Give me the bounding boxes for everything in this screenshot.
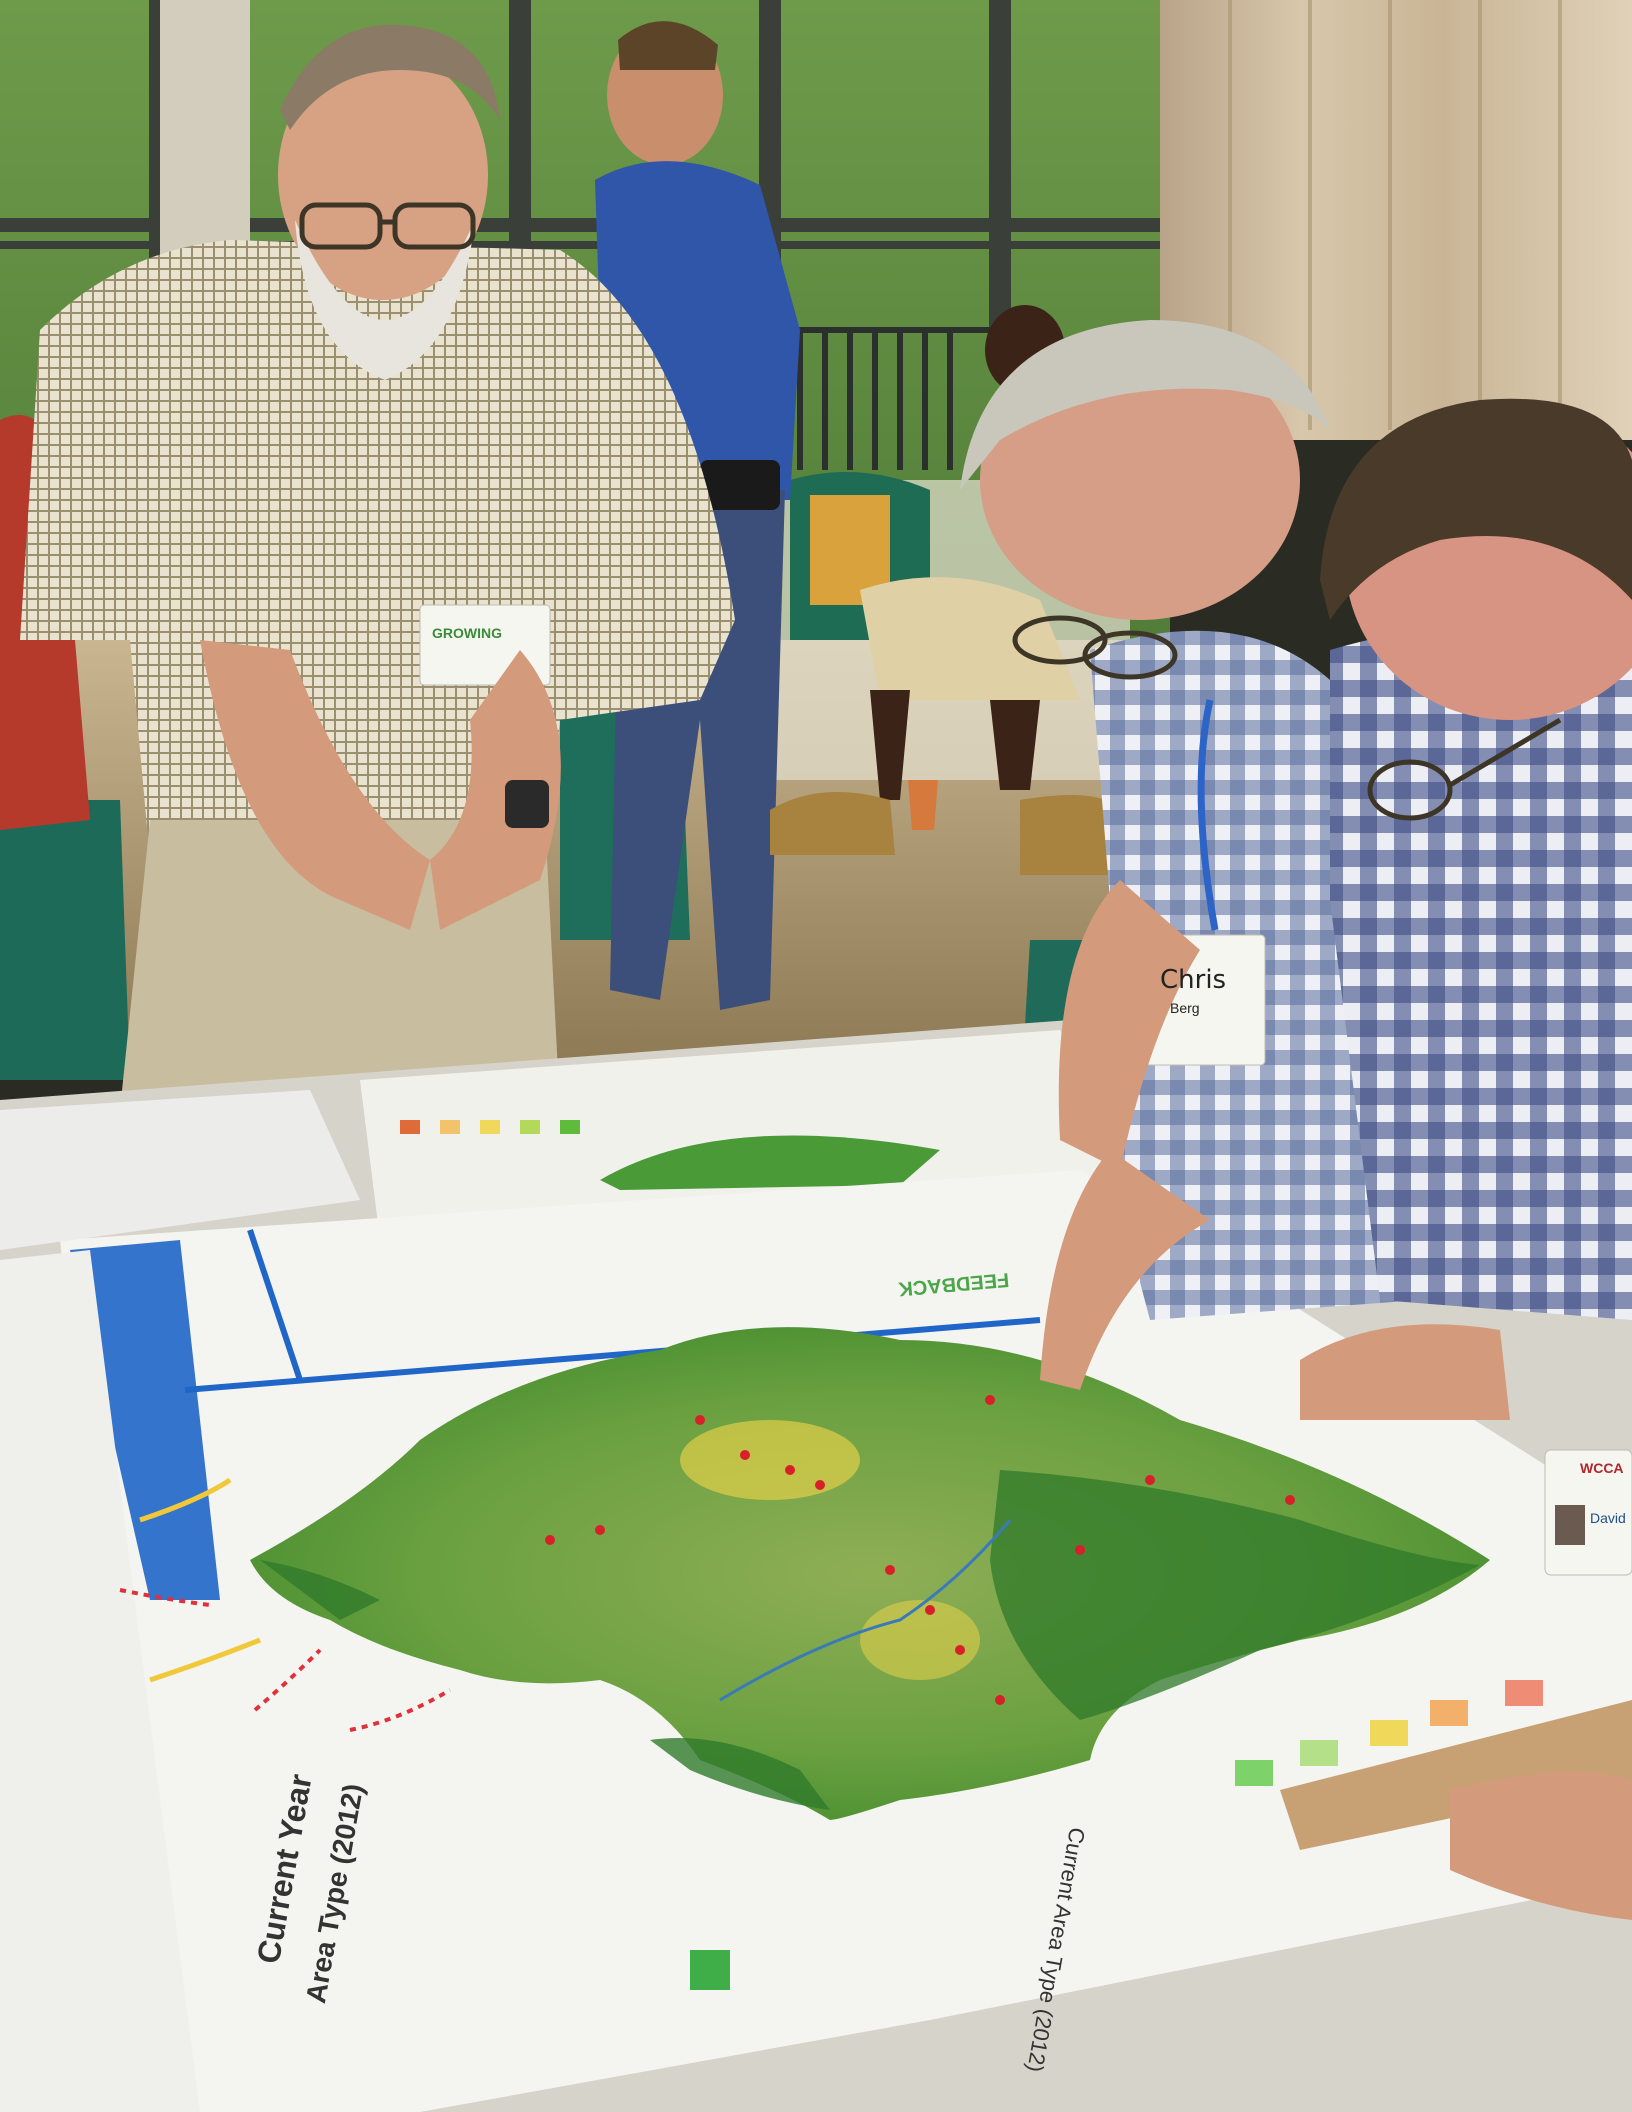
right-man-glasses: [1367, 717, 1562, 821]
forest-east: [990, 1470, 1480, 1720]
lanyard: [1197, 699, 1219, 931]
right-man-hair: [1320, 398, 1632, 620]
right-man-hand-lower: [1450, 1772, 1632, 1920]
legend-swatches-back: [400, 1120, 580, 1134]
boot-right: [1020, 795, 1110, 875]
table-sheet: [0, 1250, 200, 2112]
left-badge-text: GROWING: [432, 625, 502, 641]
chris-pointing-hand: [1040, 1150, 1210, 1390]
paper-stack: [0, 1090, 360, 1250]
poster-blue-band: [70, 1240, 220, 1600]
right-man-hand: [1300, 1324, 1510, 1420]
chair-left: [0, 800, 130, 1080]
urban-dots: [545, 1395, 1295, 1705]
watershed-map: [250, 1327, 1490, 1820]
left-man-beard: [295, 220, 475, 380]
legend-green-box: [690, 1950, 730, 1990]
cup: [908, 780, 938, 830]
red-markups: [119, 1588, 452, 1732]
river: [719, 1519, 1012, 1702]
boot-left: [770, 792, 895, 855]
right-badge-org: WCCA: [1580, 1460, 1624, 1476]
balcony-railing: [780, 327, 1000, 470]
chris-hair: [960, 320, 1330, 490]
belt-pouch: [700, 460, 780, 510]
chris-arm: [1058, 880, 1200, 1170]
left-man-head: [278, 50, 488, 300]
chris-badge-name: Chris: [1160, 965, 1227, 995]
yellow-markups: [139, 1477, 261, 1683]
left-man-arm: [200, 640, 430, 930]
wristwatch: [505, 780, 549, 828]
aerial-strip: [1280, 1700, 1632, 1850]
chris-badge-sub: Berg: [1170, 1000, 1200, 1016]
left-man-hair: [280, 24, 500, 130]
right-badge-name: David: [1590, 1510, 1626, 1526]
right-man-shirt: [1330, 625, 1632, 1320]
seated-person-shorts: [860, 577, 1080, 700]
left-man-glasses: [299, 202, 476, 250]
chris-glasses: [1012, 615, 1178, 680]
plaid-shirt: [20, 240, 735, 860]
legend-swatches-main: [1235, 1680, 1543, 1786]
